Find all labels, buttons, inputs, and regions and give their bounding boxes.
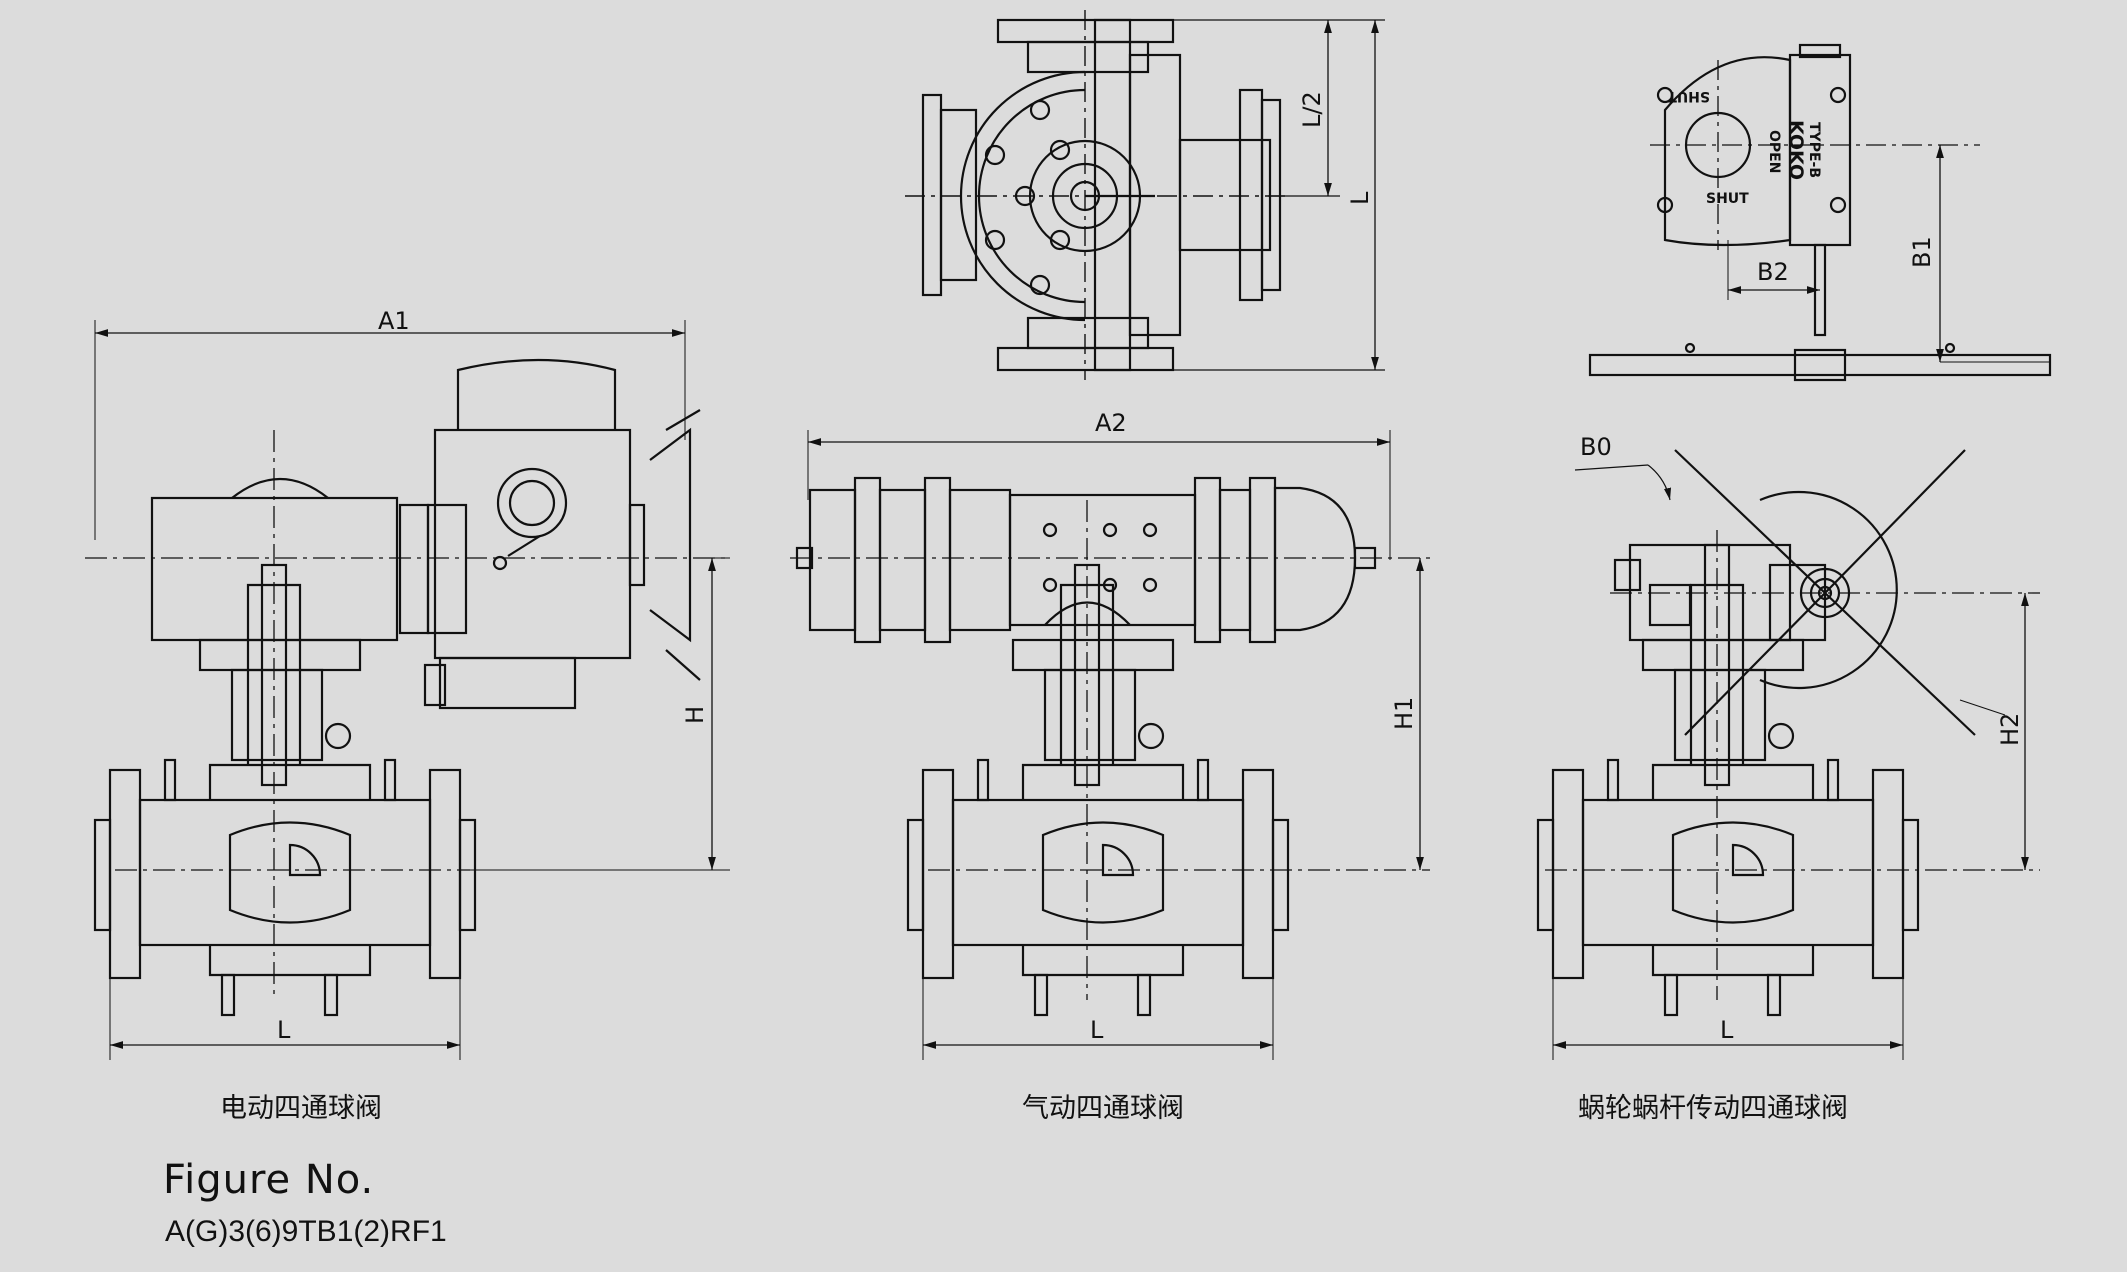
gearbox-open-label: OPEN bbox=[1766, 130, 1782, 173]
dim-label-h1: H1 bbox=[1390, 697, 1418, 730]
gearbox-brand-label: KOKO bbox=[1785, 120, 1807, 180]
dim-label-b2: B2 bbox=[1757, 258, 1789, 286]
figure-number: A(G)3(6)9TB1(2)RF1 bbox=[165, 1215, 447, 1248]
dim-label-a1: A1 bbox=[378, 307, 410, 335]
dim-label-l-section: L bbox=[1346, 191, 1374, 205]
dim-label-l-half: L/2 bbox=[1298, 91, 1326, 128]
valve-body-worm-gear bbox=[1536, 530, 2040, 1017]
dim-label-b0: B0 bbox=[1580, 433, 1612, 461]
dim-label-l-pneumatic: L bbox=[1090, 1016, 1104, 1044]
dim-label-l-electric: L bbox=[277, 1016, 291, 1044]
valve-body-pneumatic bbox=[906, 500, 1430, 1017]
caption-pneumatic-valve: 气动四通球阀 bbox=[1022, 1093, 1184, 1124]
gearbox-type-label: TYPE-B bbox=[1806, 122, 1822, 178]
gearbox-top-view bbox=[1588, 43, 2052, 382]
dim-label-h2: H2 bbox=[1996, 713, 2024, 746]
gearbox-shut-bottom-label: SHUT bbox=[1706, 191, 1749, 207]
electric-actuator bbox=[85, 358, 730, 710]
dim-label-h: H bbox=[681, 706, 709, 724]
pneumatic-actuator bbox=[790, 476, 1430, 644]
caption-electric-valve: 电动四通球阀 bbox=[220, 1093, 382, 1124]
dim-label-l-worm: L bbox=[1720, 1016, 1734, 1044]
valve-top-section-view bbox=[905, 10, 1290, 380]
gearbox-shut-top-label: SHUT bbox=[1667, 88, 1710, 104]
figure-title: Figure No. bbox=[163, 1157, 375, 1203]
caption-worm-gear-valve: 蜗轮蜗杆传动四通球阀 bbox=[1578, 1093, 1848, 1124]
dim-label-a2: A2 bbox=[1095, 409, 1127, 437]
worm-gearbox-handwheel bbox=[1610, 449, 2040, 736]
dim-label-b1: B1 bbox=[1908, 236, 1936, 268]
